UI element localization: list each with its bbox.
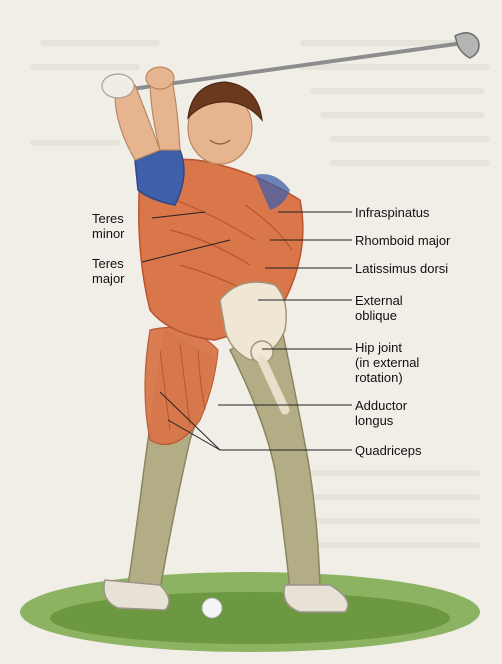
- legs: [128, 320, 320, 590]
- arms: [102, 67, 180, 160]
- label-hip-joint: Hip joint (in external rotation): [355, 340, 419, 385]
- label-rhomboid-major: Rhomboid major: [355, 233, 450, 248]
- head: [188, 82, 262, 164]
- label-teres-minor: Teres minor: [92, 211, 125, 241]
- golf-ball: [202, 598, 222, 618]
- label-latissimus-dorsi: Latissimus dorsi: [355, 261, 448, 276]
- left-shoe: [104, 580, 169, 610]
- label-teres-major: Teres major: [92, 256, 125, 286]
- label-adductor-longus: Adductor longus: [355, 398, 407, 428]
- label-quadriceps: Quadriceps: [355, 443, 421, 458]
- label-external-oblique: External oblique: [355, 293, 403, 323]
- label-infraspinatus: Infraspinatus: [355, 205, 429, 220]
